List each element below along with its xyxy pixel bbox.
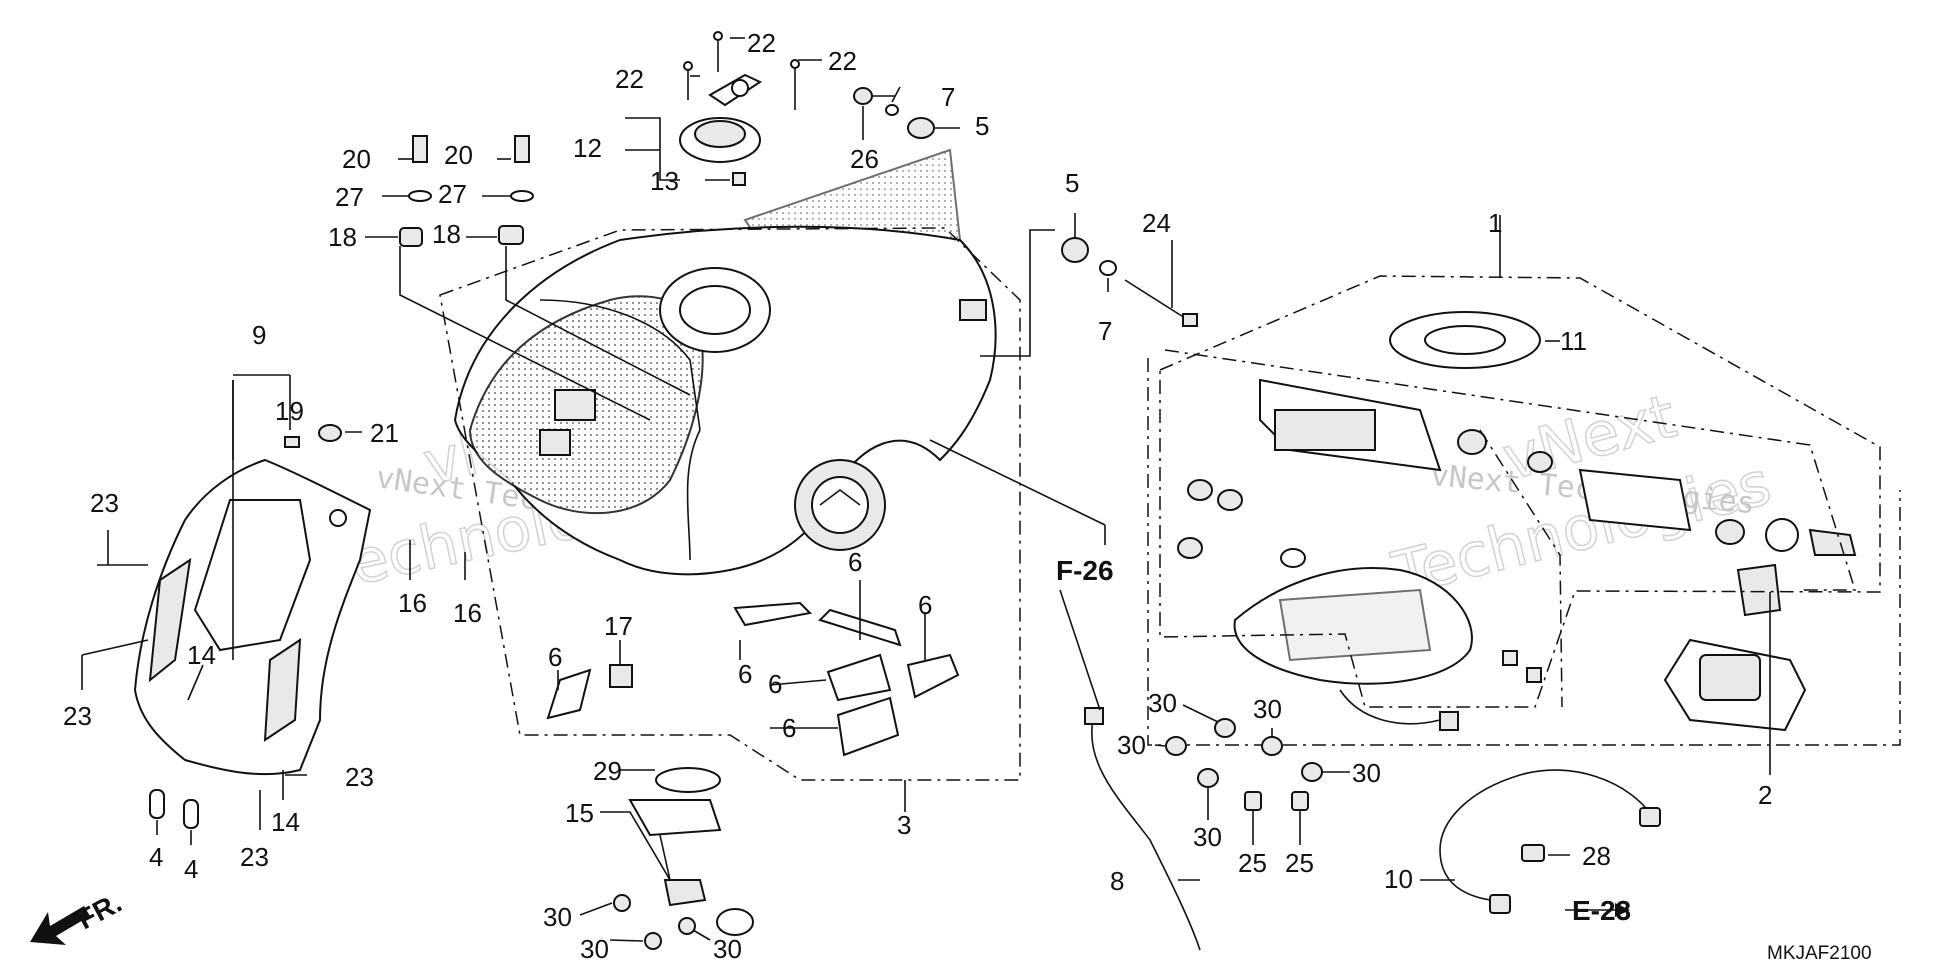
part-label-6: 6 bbox=[548, 642, 562, 672]
part-label-23: 23 bbox=[345, 762, 374, 792]
part-label-2: 2 bbox=[1758, 780, 1772, 810]
part-label-25: 25 bbox=[1238, 848, 1267, 878]
part-label-30: 30 bbox=[1253, 694, 1282, 724]
fuel-pump bbox=[613, 767, 754, 950]
part-label-24: 24 bbox=[1142, 208, 1171, 238]
part-label-26: 26 bbox=[850, 144, 879, 174]
part-label-5: 5 bbox=[975, 111, 989, 141]
leader-lines bbox=[81, 37, 1771, 942]
part-label-30: 30 bbox=[1117, 730, 1146, 760]
reference-e23[interactable]: E-23 bbox=[1572, 895, 1631, 926]
part-label-30: 30 bbox=[713, 934, 742, 964]
part-label-21: 21 bbox=[370, 418, 399, 448]
part-label-30: 30 bbox=[580, 934, 609, 964]
part-label-30: 30 bbox=[1148, 688, 1177, 718]
part-label-13: 13 bbox=[650, 166, 679, 196]
part-label-28: 28 bbox=[1582, 841, 1611, 871]
part-label-16: 16 bbox=[453, 598, 482, 628]
part-label-23: 23 bbox=[240, 842, 269, 872]
fuel-tank bbox=[439, 148, 1021, 781]
part-label-4: 4 bbox=[149, 842, 163, 872]
part-label-7: 7 bbox=[941, 82, 955, 112]
front-arrow-icon bbox=[30, 906, 90, 945]
part-label-29: 29 bbox=[593, 756, 622, 786]
part-label-5: 5 bbox=[1065, 168, 1079, 198]
side-cover bbox=[133, 424, 372, 829]
part-label-16: 16 bbox=[398, 588, 427, 618]
front-label: FR. bbox=[72, 887, 126, 936]
part-label-20: 20 bbox=[342, 144, 371, 174]
part-label-7: 7 bbox=[1098, 316, 1112, 346]
part-label-23: 23 bbox=[90, 488, 119, 518]
part-label-22: 22 bbox=[615, 64, 644, 94]
part-label-18: 18 bbox=[432, 219, 461, 249]
part-label-19: 19 bbox=[275, 396, 304, 426]
front-direction-indicator: FR. bbox=[30, 887, 127, 945]
part-label-23: 23 bbox=[63, 701, 92, 731]
part-label-6: 6 bbox=[768, 669, 782, 699]
mounting-hardware bbox=[399, 87, 1198, 327]
diagram-code: MKJAF2100 bbox=[1767, 943, 1872, 964]
part-label-20: 20 bbox=[444, 140, 473, 170]
part-label-4: 4 bbox=[184, 854, 198, 884]
part-label-14: 14 bbox=[271, 807, 300, 837]
part-label-14: 14 bbox=[187, 640, 216, 670]
part-label-6: 6 bbox=[848, 547, 862, 577]
part-label-30: 30 bbox=[1193, 822, 1222, 852]
part-label-18: 18 bbox=[328, 222, 357, 252]
reference-f26[interactable]: F-26 bbox=[1056, 555, 1114, 586]
fuel-cap-assembly bbox=[679, 31, 800, 186]
part-label-9: 9 bbox=[252, 320, 266, 350]
part-label-1: 1 bbox=[1488, 208, 1502, 238]
part-label-3: 3 bbox=[897, 810, 911, 840]
part-label-8: 8 bbox=[1110, 866, 1124, 896]
part-label-11: 11 bbox=[1560, 326, 1587, 356]
part-label-30: 30 bbox=[1352, 758, 1381, 788]
part-label-22: 22 bbox=[828, 46, 857, 76]
part-label-17: 17 bbox=[604, 611, 633, 641]
part-label-6: 6 bbox=[738, 659, 752, 689]
part-label-15: 15 bbox=[565, 798, 594, 828]
part-label-10: 10 bbox=[1384, 864, 1413, 894]
part-label-6: 6 bbox=[918, 590, 932, 620]
part-label-27: 27 bbox=[335, 182, 364, 212]
part-label-6: 6 bbox=[782, 713, 796, 743]
part-label-30: 30 bbox=[543, 902, 572, 932]
part-label-25: 25 bbox=[1285, 848, 1314, 878]
breather-hose bbox=[1059, 589, 1201, 951]
part-label-22: 22 bbox=[747, 28, 776, 58]
part-labels: 1 2 3 4 4 5 5 6 6 6 6 6 6 7 7 8 9 10 11 … bbox=[63, 28, 1772, 964]
part-label-27: 27 bbox=[438, 179, 467, 209]
clips bbox=[1165, 718, 1323, 811]
part-label-12: 12 bbox=[573, 133, 602, 163]
wire-harness bbox=[1439, 769, 1661, 914]
